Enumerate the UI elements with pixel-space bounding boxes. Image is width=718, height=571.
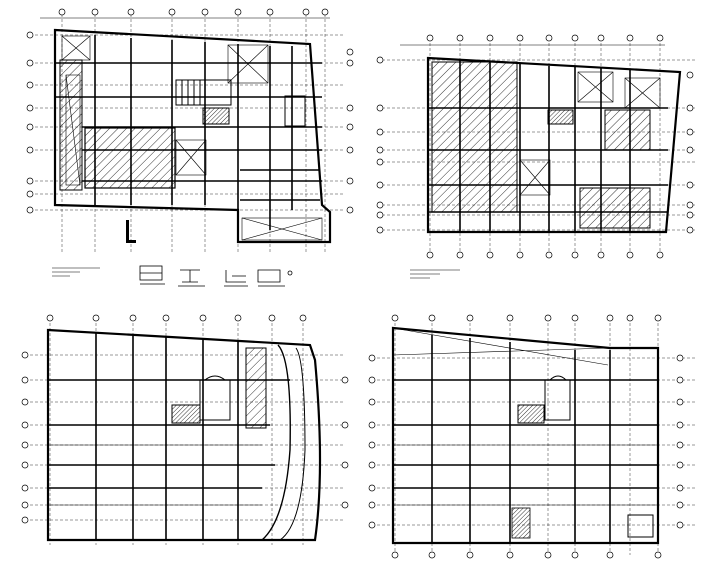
column-marks (126, 220, 136, 243)
title-block-top-left (52, 267, 100, 277)
openings (61, 35, 323, 241)
plan-top-left (26, 8, 354, 287)
section-details (139, 265, 293, 287)
plan-bottom-left (21, 314, 349, 545)
grid-bubbles-top (58, 8, 329, 16)
beams (55, 35, 322, 240)
plan-top-right (376, 34, 695, 279)
grid-bubbles-right (346, 48, 354, 214)
stair-core (175, 79, 306, 127)
grid-bubbles-left (26, 31, 34, 214)
plan-bottom-right (368, 314, 695, 559)
